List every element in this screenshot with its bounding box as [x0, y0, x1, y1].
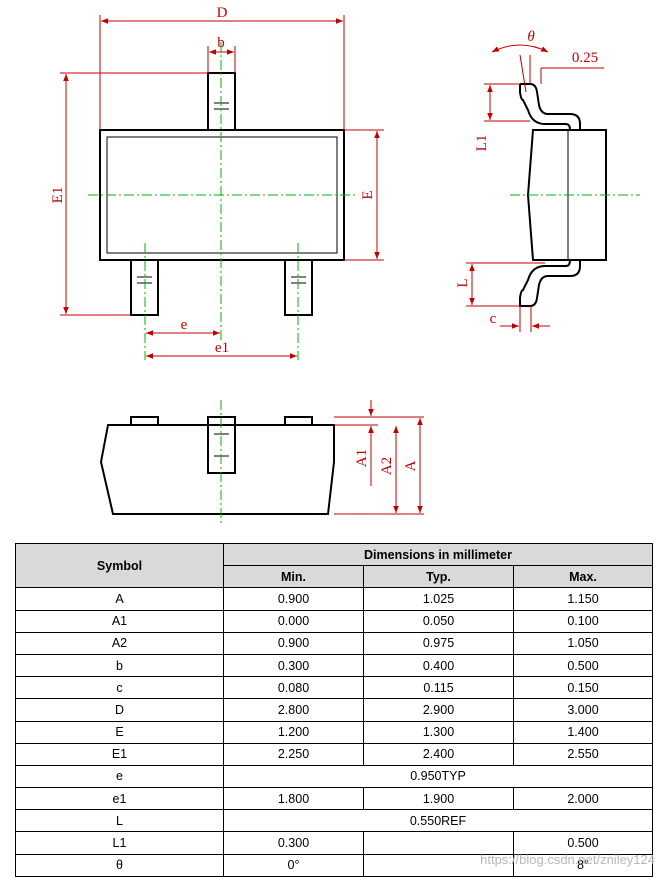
dim-label-L: L — [455, 278, 471, 287]
dim-label-b: b — [217, 35, 225, 51]
min-cell: 0.000 — [223, 609, 364, 633]
max-cell: 0.500 — [513, 653, 653, 678]
min-header: Min. — [223, 565, 364, 589]
typ-cell: 0.400 — [363, 653, 514, 678]
front-view: A1 A2 A — [99, 400, 424, 524]
symbol-cell: A2 — [15, 631, 224, 655]
typ-cell: 0.050 — [363, 609, 514, 633]
symbol-cell: L — [15, 809, 224, 833]
typ-cell: 2.400 — [363, 742, 514, 766]
front-view-body — [99, 424, 335, 515]
max-cell: 1.400 — [513, 720, 653, 744]
symbol-cell: D — [15, 698, 224, 722]
dim-label-E: E — [360, 190, 376, 199]
min-cell: 1.800 — [223, 787, 364, 811]
dim-label-D: D — [217, 5, 228, 21]
dim-label-L1: L1 — [474, 135, 490, 152]
symbol-cell: A1 — [15, 609, 224, 633]
min-cell: 2.800 — [223, 698, 364, 722]
min-cell: 0.300 — [223, 831, 364, 855]
package-outline-drawing: D b E1 E e e1 — [50, 5, 640, 524]
typ-cell: 2.900 — [363, 698, 514, 722]
max-cell: 2.550 — [513, 742, 653, 766]
max-header: Max. — [513, 565, 653, 589]
typ-cell: 0.115 — [363, 676, 514, 700]
symbol-cell: e1 — [15, 787, 224, 811]
typ-cell: 1.025 — [363, 587, 514, 611]
typ-cell: 0.975 — [363, 631, 514, 655]
dimensions-table: Symbol Dimensions in millimeter Min. Typ… — [15, 542, 653, 877]
typical-span-cell: 0.550REF — [223, 809, 653, 833]
min-cell: 1.200 — [223, 720, 364, 744]
symbol-cell: L1 — [15, 831, 224, 855]
dim-label-e: e — [181, 317, 188, 333]
dimensions-group-header: Dimensions in millimeter — [223, 542, 653, 567]
typical-span-cell: 0.950TYP — [223, 764, 653, 789]
max-cell: 0.100 — [513, 609, 653, 633]
typ-header: Typ. — [363, 565, 514, 589]
min-cell: 0.080 — [223, 676, 364, 700]
symbol-cell: E1 — [15, 742, 224, 766]
typ-cell — [363, 831, 514, 855]
dim-label-A1: A1 — [354, 449, 370, 467]
symbol-cell: A — [15, 587, 224, 611]
typ-cell: 1.900 — [363, 787, 514, 811]
max-cell: 0.500 — [513, 831, 653, 855]
min-cell: 0.900 — [223, 631, 364, 655]
top-view: D b E1 E e e1 — [50, 5, 384, 360]
max-cell: 3.000 — [513, 698, 653, 722]
dim-label-e1: e1 — [215, 340, 229, 356]
dim-label-A2: A2 — [379, 457, 395, 475]
min-cell: 0.300 — [223, 653, 364, 678]
max-cell: 2.000 — [513, 787, 653, 811]
side-view: θ 0.25 L1 L c — [455, 29, 640, 332]
min-cell: 2.250 — [223, 742, 364, 766]
dim-label-c: c — [490, 311, 497, 327]
min-cell: 0.900 — [223, 587, 364, 611]
symbol-cell: c — [15, 676, 224, 700]
dim-label-E1: E1 — [50, 187, 66, 204]
symbol-cell: e — [15, 764, 224, 789]
symbol-cell: E — [15, 720, 224, 744]
dim-label-A: A — [403, 460, 419, 471]
max-cell: 1.050 — [513, 631, 653, 655]
watermark: https://blog.csdn.net/zniley124 — [480, 852, 655, 867]
typ-cell: 1.300 — [363, 720, 514, 744]
symbol-cell: b — [15, 653, 224, 678]
max-cell: 1.150 — [513, 587, 653, 611]
dim-label-theta: θ — [527, 29, 535, 45]
max-cell: 0.150 — [513, 676, 653, 700]
dim-label-gauge: 0.25 — [572, 50, 598, 66]
symbol-header: Symbol — [15, 542, 224, 589]
